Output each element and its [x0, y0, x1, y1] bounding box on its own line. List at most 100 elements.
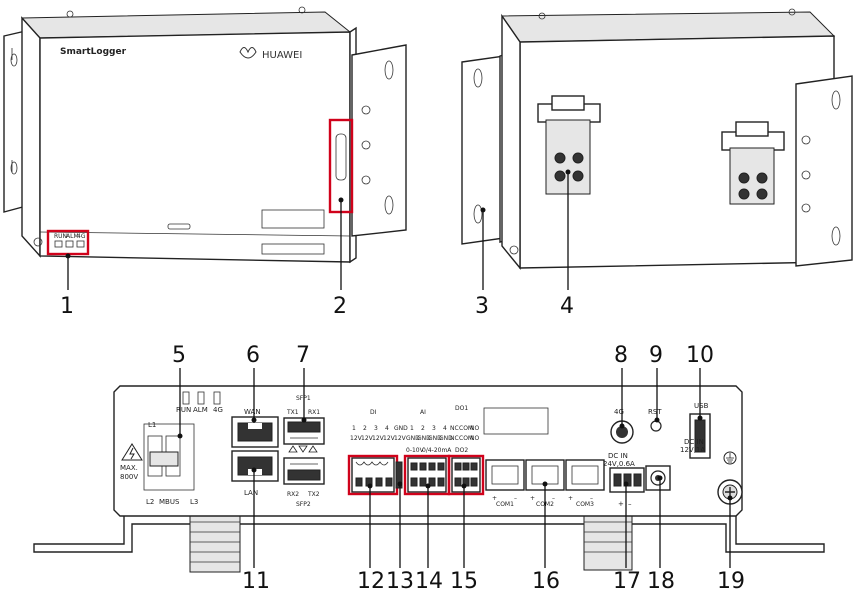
- svg-text:COM: COM: [459, 425, 473, 432]
- sfp2-label: SFP2: [296, 501, 311, 508]
- callout-4: 4: [560, 294, 574, 319]
- callout-12: 12: [357, 569, 385, 593]
- svg-text:GND: GND: [406, 435, 420, 442]
- svg-text:NC: NC: [450, 435, 459, 442]
- svg-text:RX1: RX1: [308, 409, 320, 416]
- svg-text:4G: 4G: [213, 406, 223, 414]
- svg-text:–: –: [514, 495, 517, 502]
- svg-text:+: +: [530, 495, 535, 502]
- di-label: DI: [370, 409, 377, 416]
- dc-in-12-value: 12V,1A: [680, 446, 705, 454]
- do2-label: DO2: [455, 447, 468, 454]
- svg-text:12V: 12V: [372, 435, 385, 442]
- rear-view: [461, 8, 853, 270]
- callout-8: 8: [614, 343, 628, 368]
- bottom-connector-left: [189, 511, 241, 573]
- callout-19: 19: [717, 569, 745, 593]
- ground-screw[interactable]: [717, 479, 743, 505]
- callout-5: 5: [172, 343, 186, 368]
- callout-10: 10: [686, 343, 714, 368]
- svg-text:RX2: RX2: [287, 491, 299, 498]
- callout-15-highlight: [447, 454, 485, 496]
- svg-text:+: +: [618, 500, 624, 508]
- ground-icon: [723, 451, 737, 465]
- panel-led-group: RUN ALM 4G: [176, 391, 223, 414]
- svg-text:NO: NO: [470, 425, 479, 432]
- usb-port[interactable]: [689, 413, 711, 459]
- callout-13: 13: [386, 569, 414, 593]
- brand-text: HUAWEI: [262, 50, 302, 61]
- do-label-rows: NC COM NO NC COM NO DO2: [450, 425, 479, 454]
- usb-label: USB: [694, 402, 709, 410]
- svg-text:COM: COM: [459, 435, 473, 442]
- svg-text:ALM: ALM: [66, 233, 79, 240]
- svg-text:GND: GND: [394, 425, 408, 432]
- callout-15: 15: [450, 569, 478, 593]
- callout-7: 7: [296, 343, 310, 368]
- svg-text:12V: 12V: [394, 435, 407, 442]
- lan-port[interactable]: [231, 450, 279, 482]
- svg-text:GND: GND: [428, 435, 442, 442]
- port-panel: L1 L2 MBUS L3 MAX. 800V RUN ALM 4G WAN: [33, 385, 825, 573]
- svg-text:3: 3: [374, 425, 378, 432]
- sfp2-port[interactable]: [283, 457, 325, 485]
- callout-6: 6: [246, 343, 260, 368]
- dc-24v-terminal[interactable]: [609, 467, 645, 493]
- wan-label: WAN: [244, 408, 261, 416]
- front-led-group: RUN ALM 4G: [54, 233, 86, 248]
- svg-text:GND: GND: [439, 435, 453, 442]
- callout-9: 9: [649, 343, 663, 368]
- svg-text:–: –: [552, 495, 555, 502]
- svg-text:4: 4: [443, 425, 447, 432]
- dc-in-24-label: DC IN: [608, 452, 628, 460]
- callout-3: 3: [475, 294, 489, 319]
- svg-text:TX1: TX1: [286, 409, 299, 416]
- dc-in-24-value: 24V,0.6A: [603, 460, 635, 468]
- callout-17: 17: [613, 569, 641, 593]
- reset-button[interactable]: [650, 420, 662, 432]
- callout-18: 18: [647, 569, 675, 593]
- callout-16: 16: [532, 569, 560, 593]
- front-view: SmartLogger HUAWEI RUN ALM 4G: [3, 6, 407, 264]
- callout-1: 1: [60, 294, 74, 319]
- din-rail-clip-right: [721, 121, 785, 205]
- callouts: 1 2 3 4 5 6 7 8 9 10: [60, 169, 745, 593]
- max-label: MAX.: [120, 464, 138, 472]
- do1-label: DO1: [455, 405, 468, 412]
- wan-port[interactable]: [231, 416, 279, 448]
- svg-text:+: +: [492, 495, 497, 502]
- mbus-label: MBUS: [159, 498, 180, 506]
- svg-text:–: –: [590, 495, 593, 502]
- svg-text:NC: NC: [450, 425, 459, 432]
- svg-text:1: 1: [410, 425, 414, 432]
- ai-terminal-block[interactable]: [407, 457, 447, 493]
- dc-in-12-label: DC IN: [684, 438, 704, 446]
- svg-text:TX2: TX2: [307, 491, 320, 498]
- lan-label: LAN: [244, 489, 258, 497]
- svg-text:–: –: [628, 500, 632, 508]
- com3-label: COM3: [576, 501, 594, 508]
- di-number-row: 1 2 3 4 GND 12V 12V 12V 12V 12V: [350, 425, 408, 442]
- di-terminal-block[interactable]: [351, 457, 395, 493]
- svg-text:+: +: [568, 495, 573, 502]
- bottom-connector-right: [583, 511, 633, 571]
- l3-label: L3: [190, 498, 198, 506]
- svg-text:RUN: RUN: [54, 233, 67, 240]
- svg-text:3: 3: [432, 425, 436, 432]
- ai-label: AI: [420, 409, 426, 416]
- l2-label: L2: [146, 498, 154, 506]
- svg-text:12V: 12V: [350, 435, 363, 442]
- svg-text:2: 2: [421, 425, 425, 432]
- rst-label: RST: [648, 408, 662, 416]
- callout-2: 2: [333, 294, 347, 319]
- svg-text:4G: 4G: [77, 233, 86, 240]
- antenna-4g-label: 4G: [614, 408, 624, 416]
- svg-text:NO: NO: [470, 435, 479, 442]
- huawei-logo: HUAWEI: [239, 47, 302, 61]
- svg-text:1: 1: [352, 425, 356, 432]
- svg-text:0-10V: 0-10V: [406, 447, 425, 454]
- callout-11: 11: [242, 569, 270, 593]
- di-gnd-terminal[interactable]: [395, 461, 403, 489]
- ai-number-row: 1 2 3 4 GND GND GND GND 0-10V 0/4-20mA: [406, 425, 453, 454]
